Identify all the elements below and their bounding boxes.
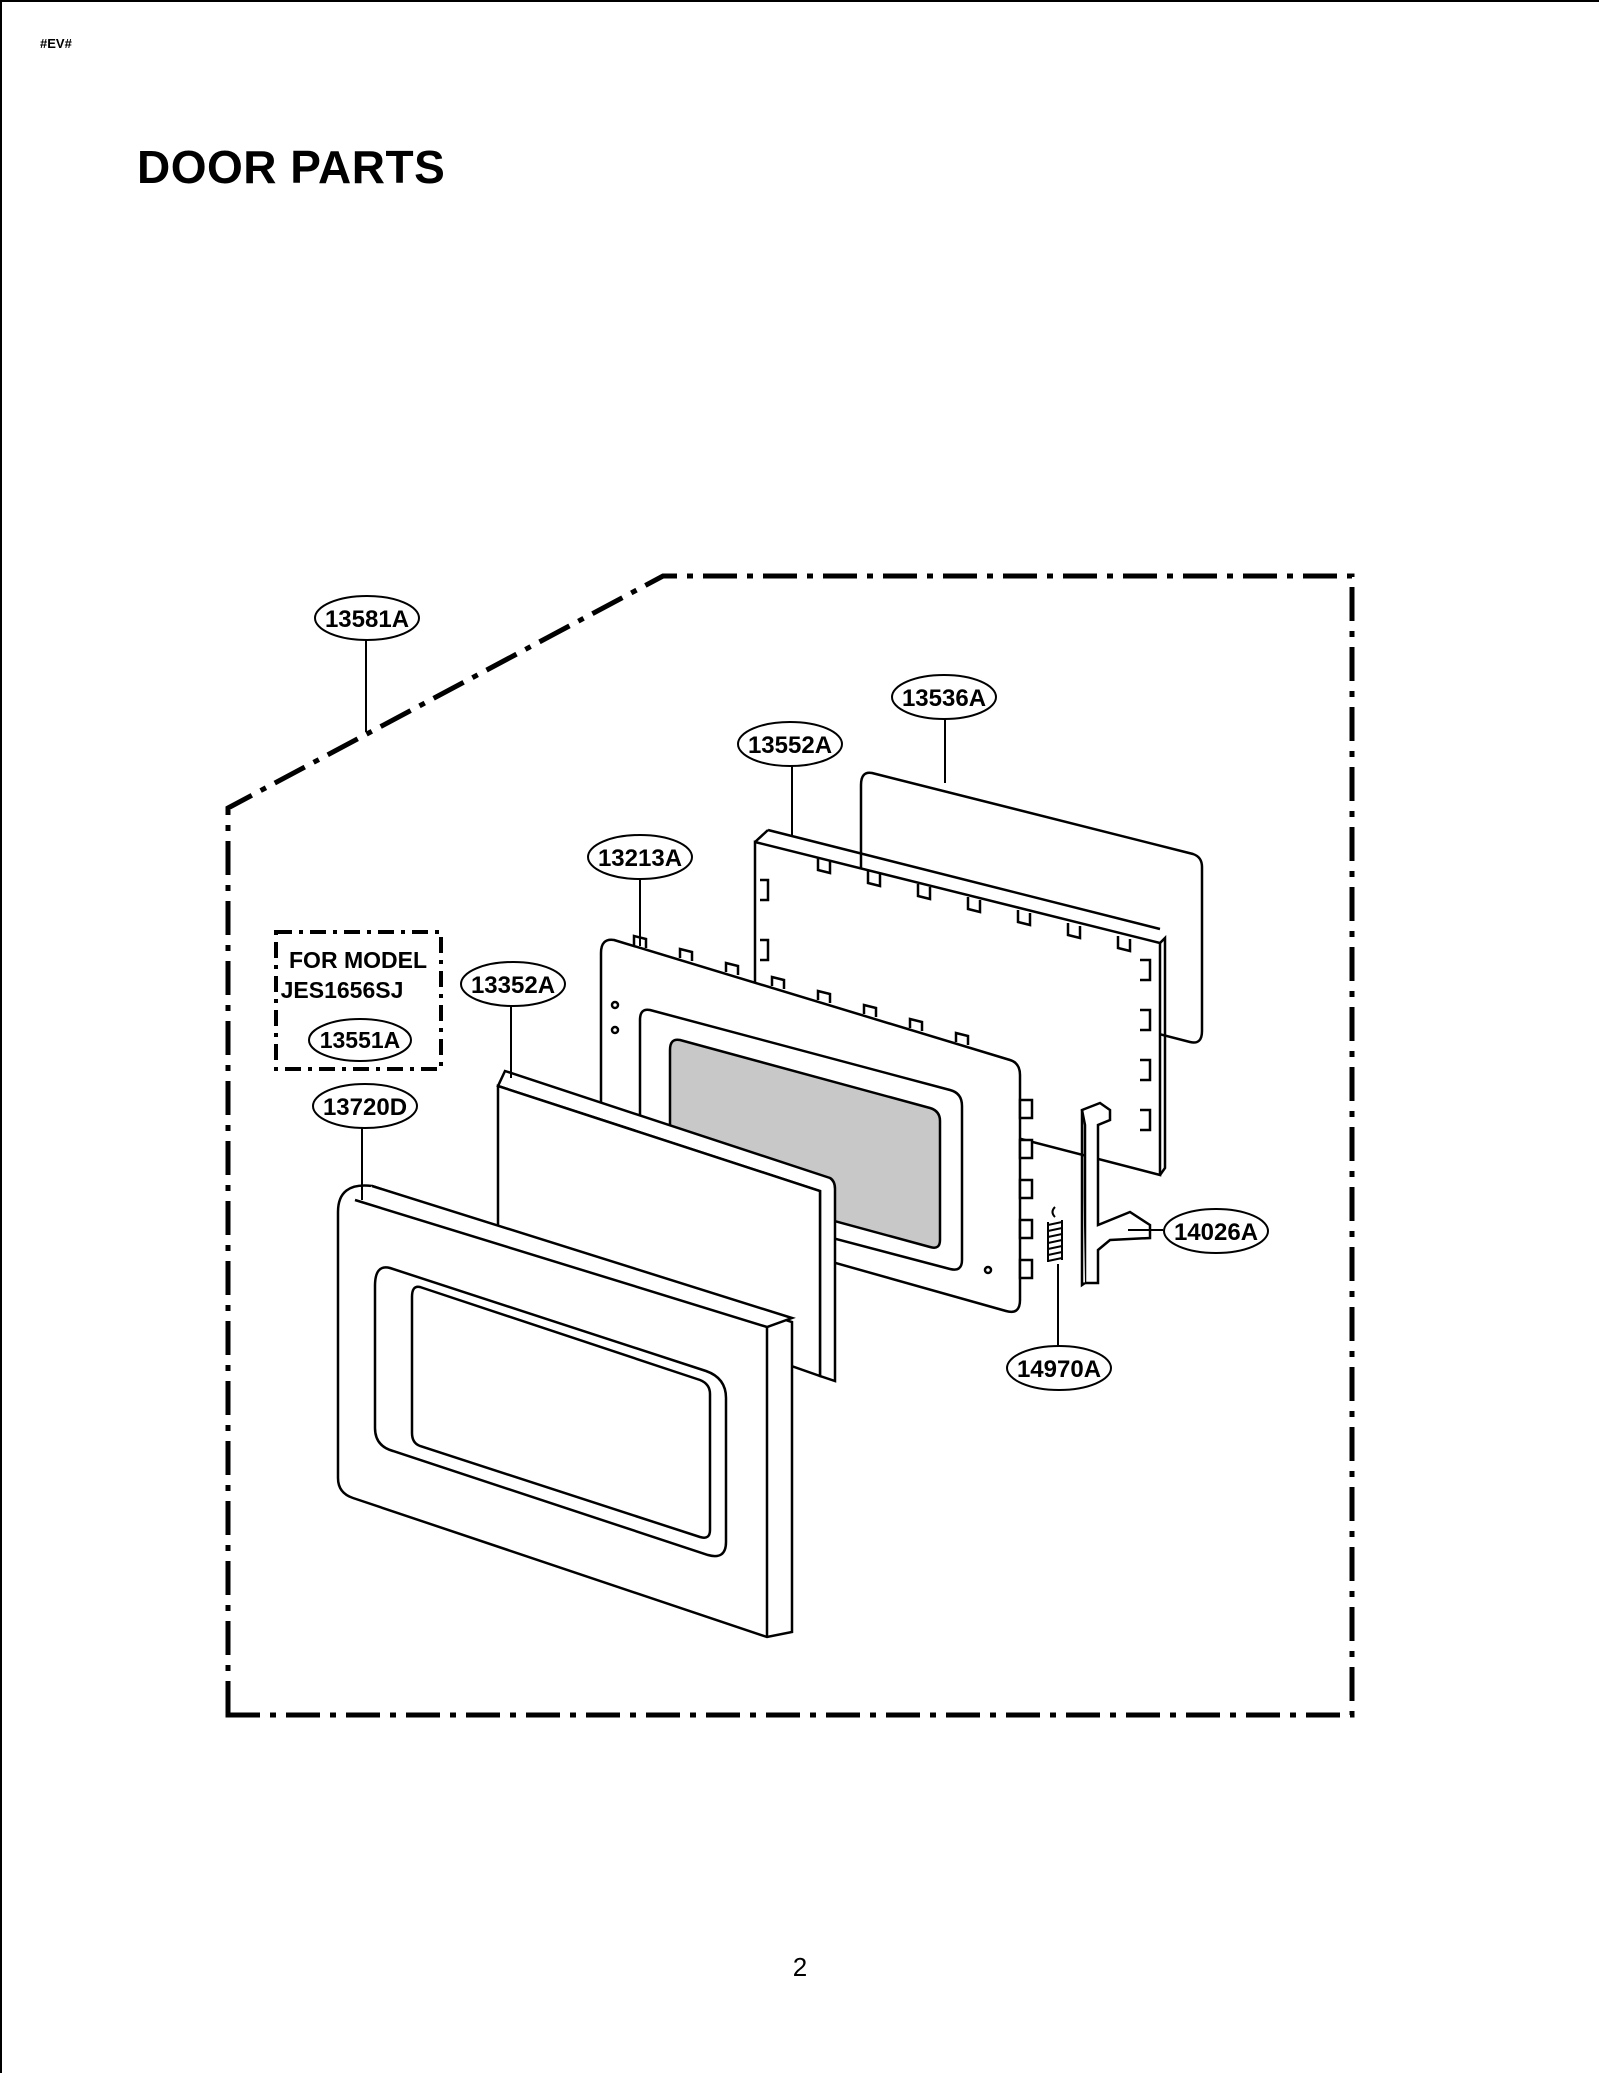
part-label-13536A: 13536A	[891, 674, 997, 720]
door-window	[668, 1038, 942, 1249]
note-line-1: FOR MODEL	[289, 947, 427, 973]
svg-text:13581A: 13581A	[325, 606, 409, 633]
latch-hook-part	[1080, 1101, 1152, 1288]
part-label-13581A: 13581A	[314, 595, 420, 641]
document-code: #EV#	[40, 36, 72, 51]
svg-text:13213A: 13213A	[598, 845, 682, 872]
note-line-2: JES1656SJ	[281, 977, 404, 1003]
svg-text:13551A: 13551A	[320, 1027, 401, 1053]
door-trim-part	[336, 1184, 796, 1639]
assembly-boundary	[225, 573, 1355, 1718]
svg-text:13552A: 13552A	[748, 732, 832, 759]
part-label-14970A: 14970A	[1006, 1345, 1112, 1391]
part-label-13552A: 13552A	[737, 721, 843, 767]
page-number: 2	[792, 1952, 808, 1982]
part-label-14026A: 14026A	[1163, 1208, 1269, 1254]
part-label-13551A: 13551A	[308, 1018, 412, 1062]
svg-text:13536A: 13536A	[902, 685, 986, 712]
svg-text:13720D: 13720D	[323, 1094, 407, 1121]
spring-part	[1047, 1206, 1063, 1262]
model-note-box	[274, 930, 443, 1071]
leader-lines	[361, 640, 1163, 1346]
part-label-13213A: 13213A	[587, 834, 693, 880]
svg-text:14026A: 14026A	[1174, 1219, 1258, 1246]
page-title: DOOR PARTS	[137, 141, 446, 193]
part-label-13720D: 13720D	[312, 1083, 418, 1129]
svg-text:14970A: 14970A	[1017, 1356, 1101, 1383]
part-label-13352A: 13352A	[460, 961, 566, 1007]
svg-text:13352A: 13352A	[471, 972, 555, 999]
